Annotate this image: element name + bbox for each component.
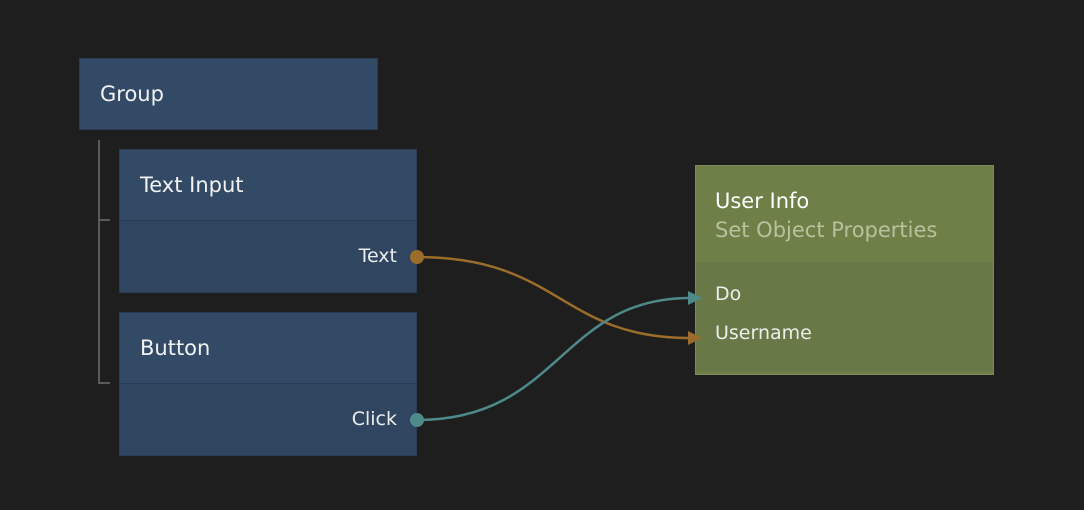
hierarchy-line-branch-text-input [98,219,110,221]
group-node-title: Group [100,82,164,106]
button-node-title: Button [140,336,211,360]
user-info-node-header: User Info Set Object Properties [696,166,993,262]
text-input-ports: Text [120,220,416,292]
do-input-port-label: Do [715,283,742,305]
user-info-node-title: User Info [715,189,810,213]
wire-click-to-do[interactable] [416,296,691,422]
click-output-port-label: Click [351,408,397,430]
text-input-node[interactable]: Text Input Text [119,149,417,293]
user-info-node-subtitle: Set Object Properties [715,218,938,242]
text-input-node-title: Text Input [140,173,244,197]
hierarchy-line-branch-button [98,382,110,384]
button-ports: Click [120,383,416,455]
text-output-port-label: Text [358,245,397,267]
hierarchy-line-vertical [98,140,100,384]
group-node[interactable]: Group [79,58,378,130]
text-input-node-header: Text Input [120,150,416,220]
button-node[interactable]: Button Click [119,312,417,456]
group-node-header: Group [80,59,377,129]
text-output-port-dot[interactable] [410,250,424,264]
click-output-port-dot[interactable] [410,413,424,427]
user-info-node[interactable]: User Info Set Object Properties Do Usern… [695,165,994,375]
user-info-ports: Do Username [696,262,993,372]
button-node-header: Button [120,313,416,383]
username-input-port-label: Username [715,322,812,344]
wire-text-to-username[interactable] [416,255,691,340]
